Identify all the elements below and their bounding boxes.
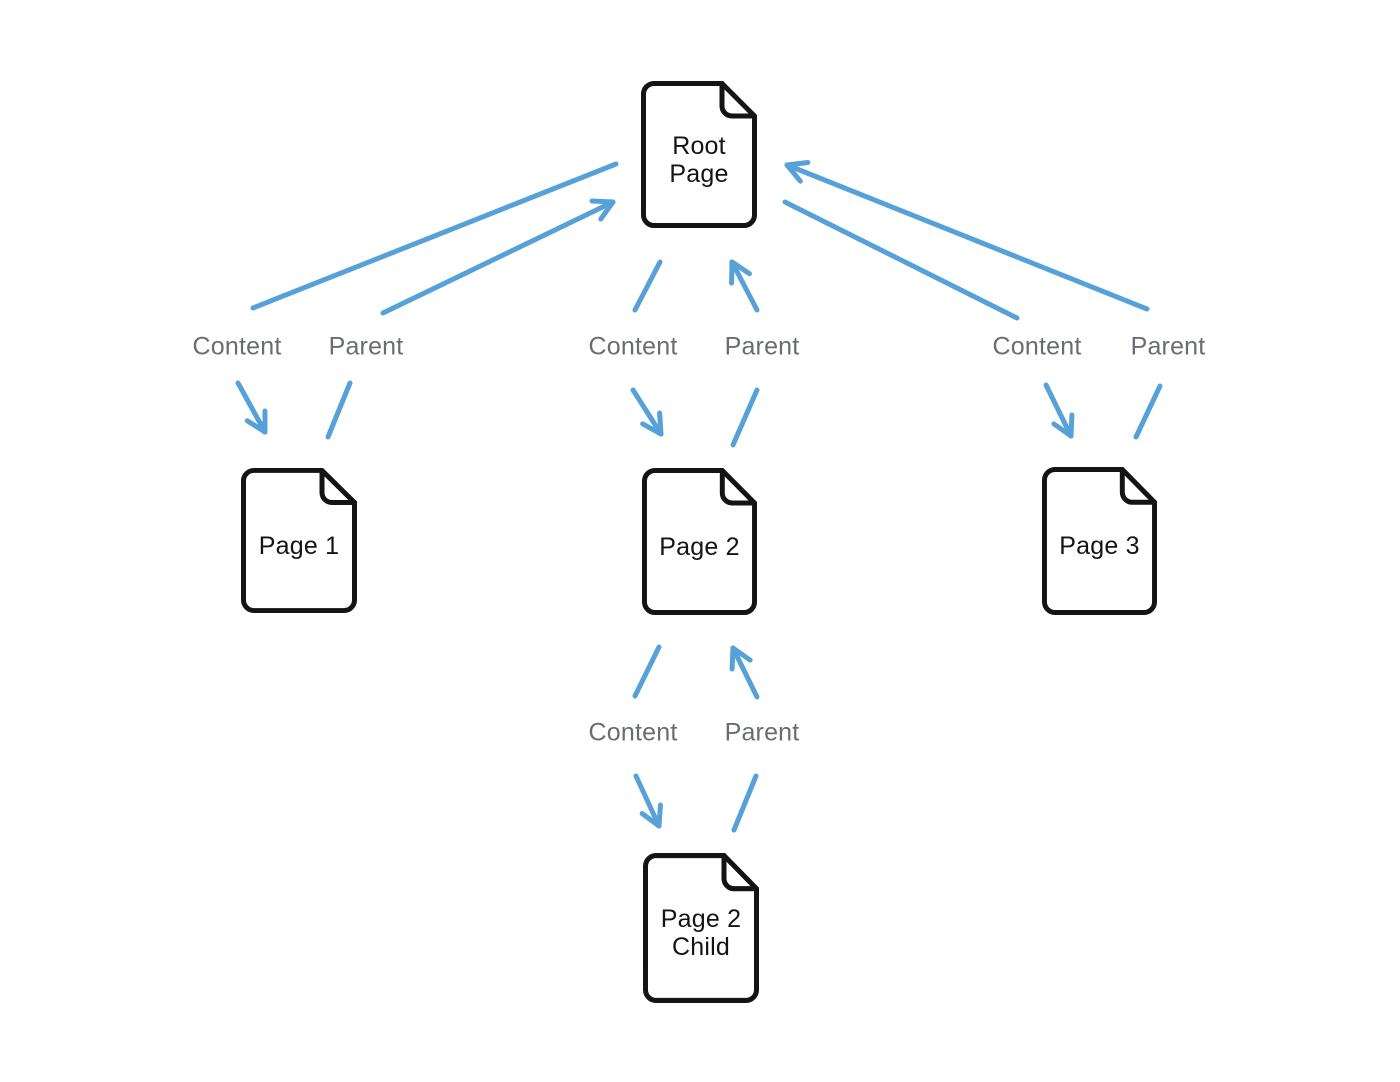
node-label-page-2-child: Page 2 Child [660, 905, 742, 961]
node-page-2: Page 2 [642, 468, 757, 615]
edge-page2-to-child-content-upper [632, 644, 662, 699]
node-root-page: Root Page [641, 81, 757, 228]
edge-label-content: Content [588, 718, 678, 747]
edge-label-content: Content [192, 332, 282, 361]
edge-page2-to-root-parent-upper [729, 259, 760, 313]
node-label-page-1: Page 1 [258, 531, 340, 560]
edge-child-to-page2-parent-upper [729, 645, 760, 700]
edge-root-to-page3-content-lower [1043, 382, 1075, 439]
edge-page2-to-child-content-lower [633, 773, 663, 829]
edge-label-parent: Parent [1130, 332, 1206, 361]
node-page-2-child: Page 2 Child [643, 853, 759, 1003]
node-page-3: Page 3 [1042, 467, 1157, 615]
edge-root-to-page1-content-upper [250, 161, 619, 311]
edge-page1-to-root-parent-upper [380, 198, 616, 316]
edge-root-to-page2-content-upper [632, 259, 663, 313]
edge-label-parent: Parent [724, 718, 800, 747]
edge-label-content: Content [992, 332, 1082, 361]
edge-child-to-page2-parent-lower [731, 773, 759, 833]
edge-page2-to-root-parent-lower [730, 387, 760, 448]
edge-page3-to-root-parent-upper [784, 159, 1150, 312]
node-label-page-2: Page 2 [659, 532, 740, 561]
edge-root-to-page3-content-upper [782, 199, 1020, 321]
node-label-page-3: Page 3 [1059, 532, 1140, 560]
edge-page3-to-root-parent-lower [1133, 383, 1163, 440]
edge-label-parent: Parent [724, 332, 800, 361]
edge-label-content: Content [588, 332, 678, 361]
node-page-1: Page 1 [241, 468, 357, 613]
document-icon [642, 468, 757, 615]
document-icon [241, 468, 357, 613]
edge-root-to-page1-content-lower [235, 380, 268, 435]
edge-label-parent: Parent [328, 332, 404, 361]
document-icon [1042, 467, 1157, 615]
node-label-root-page: Root Page [669, 131, 729, 188]
edge-page1-to-root-parent-lower [325, 380, 353, 440]
document-icon [643, 853, 759, 1003]
document-icon [641, 81, 757, 228]
edge-root-to-page2-content-lower [630, 387, 664, 437]
